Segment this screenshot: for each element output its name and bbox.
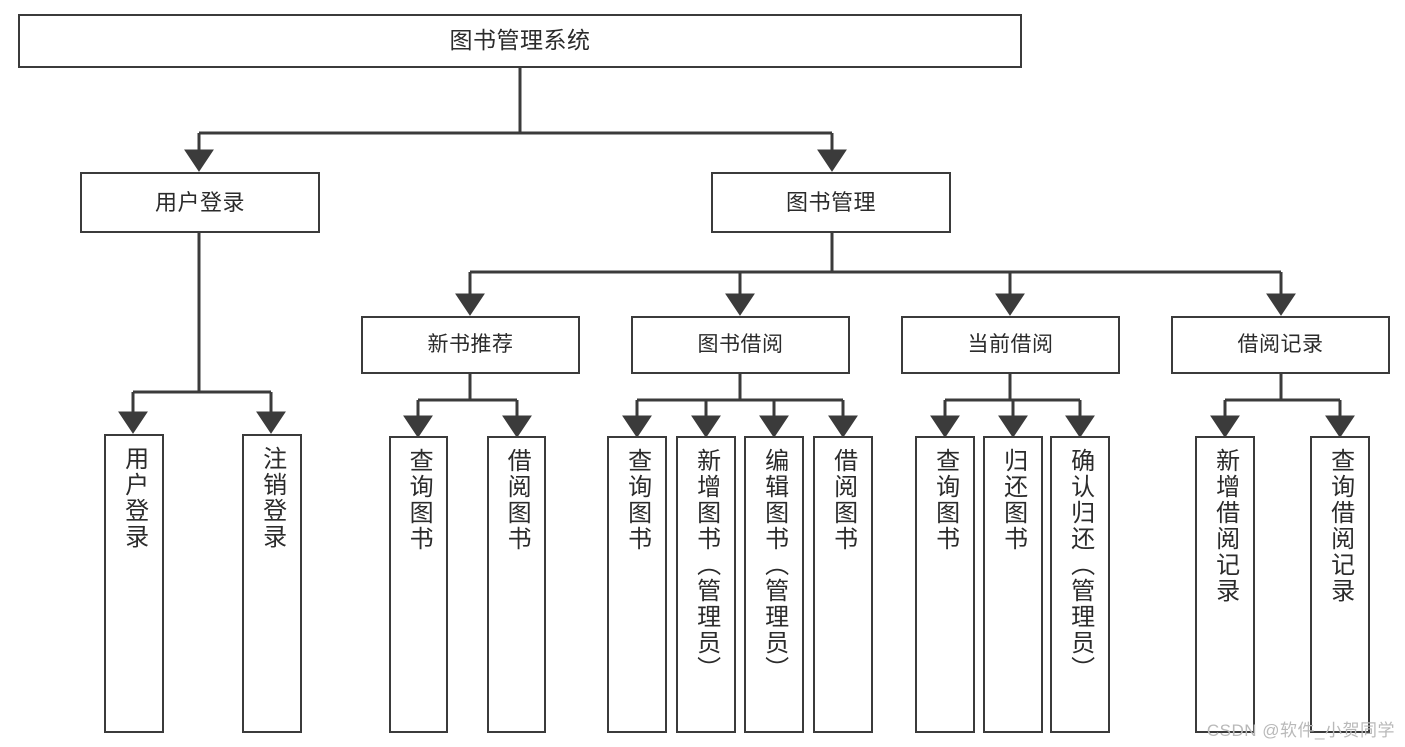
node-book-borrow[interactable]: 图书借阅 bbox=[631, 316, 850, 374]
node-root-system[interactable]: 图书管理系统 bbox=[18, 14, 1022, 68]
node-label: 当前借阅 bbox=[967, 332, 1054, 356]
node-label: 编辑图书（管理员） bbox=[760, 448, 788, 682]
node-label: 查询图书 bbox=[405, 448, 433, 552]
watermark-text: CSDN @软件_小贺同学 bbox=[1206, 721, 1395, 740]
node-current-borrow[interactable]: 当前借阅 bbox=[901, 316, 1120, 374]
node-label: 用户登录 bbox=[154, 189, 245, 215]
leaf-borrow-record-add[interactable]: 新增借阅记录 bbox=[1195, 436, 1255, 733]
node-label: 图书借阅 bbox=[697, 332, 784, 356]
leaf-new-book-borrow[interactable]: 借阅图书 bbox=[487, 436, 546, 733]
node-label: 借阅图书 bbox=[829, 448, 857, 552]
node-user-login[interactable]: 用户登录 bbox=[80, 172, 320, 233]
leaf-book-borrow-add[interactable]: 新增图书（管理员） bbox=[676, 436, 736, 733]
node-label: 用户登录 bbox=[120, 446, 148, 550]
leaf-book-borrow-query[interactable]: 查询图书 bbox=[607, 436, 667, 733]
node-label: 查询图书 bbox=[623, 448, 651, 552]
leaf-user-login-login[interactable]: 用户登录 bbox=[104, 434, 164, 733]
node-label: 图书管理系统 bbox=[449, 27, 591, 54]
leaf-book-borrow-borrow[interactable]: 借阅图书 bbox=[813, 436, 873, 733]
node-new-book-recommend[interactable]: 新书推荐 bbox=[361, 316, 580, 374]
leaf-current-borrow-return[interactable]: 归还图书 bbox=[983, 436, 1043, 733]
leaf-current-borrow-query[interactable]: 查询图书 bbox=[915, 436, 975, 733]
node-label: 借阅图书 bbox=[503, 448, 531, 552]
node-book-management[interactable]: 图书管理 bbox=[711, 172, 951, 233]
node-label: 新书推荐 bbox=[427, 332, 514, 356]
node-label: 借阅记录 bbox=[1237, 332, 1324, 356]
leaf-new-book-query[interactable]: 查询图书 bbox=[389, 436, 448, 733]
leaf-user-login-logout[interactable]: 注销登录 bbox=[242, 434, 302, 733]
node-label: 注销登录 bbox=[258, 446, 286, 550]
node-label: 新增图书（管理员） bbox=[692, 448, 720, 682]
leaf-current-borrow-confirm-return[interactable]: 确认归还（管理员） bbox=[1050, 436, 1110, 733]
node-label: 确认归还（管理员） bbox=[1066, 448, 1094, 682]
node-label: 图书管理 bbox=[785, 189, 876, 215]
leaf-book-borrow-edit[interactable]: 编辑图书（管理员） bbox=[744, 436, 804, 733]
node-label: 归还图书 bbox=[999, 448, 1027, 552]
node-label: 查询图书 bbox=[931, 448, 959, 552]
node-borrow-record[interactable]: 借阅记录 bbox=[1171, 316, 1390, 374]
node-label: 新增借阅记录 bbox=[1211, 448, 1239, 604]
leaf-borrow-record-query[interactable]: 查询借阅记录 bbox=[1310, 436, 1370, 733]
node-label: 查询借阅记录 bbox=[1326, 448, 1354, 604]
